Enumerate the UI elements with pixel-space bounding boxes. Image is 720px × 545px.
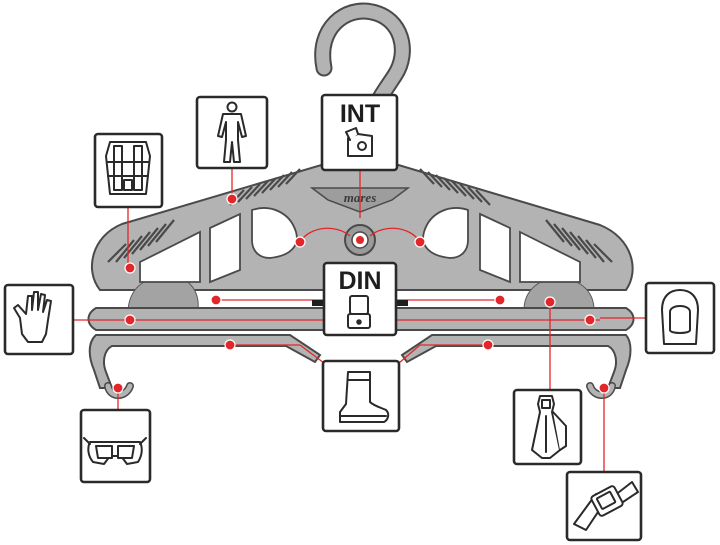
- dive-computer-box: [565, 470, 643, 542]
- hood-icon: [661, 289, 699, 345]
- din-regulator-icon: [347, 295, 371, 329]
- fins-icon: [531, 395, 567, 459]
- left-grip-ribs: [107, 168, 301, 263]
- glove-box: [3, 283, 75, 356]
- din-box: DIN: [322, 261, 398, 337]
- wetsuit-icon: [217, 101, 247, 163]
- attachment-points: [112, 193, 610, 394]
- fins-box: [512, 388, 583, 466]
- hanger-body: mares: [87, 157, 635, 399]
- glove-icon: [13, 291, 52, 343]
- hanger-hook: [314, 2, 411, 119]
- bcd-icon: [105, 141, 151, 195]
- din-label: DIN: [338, 267, 381, 295]
- right-grip-ribs: [419, 168, 613, 263]
- boot-box: [321, 359, 401, 433]
- bcd-box: [93, 132, 164, 209]
- wetsuit-box: [195, 95, 269, 170]
- int-label: INT: [340, 100, 380, 128]
- dive-computer-icon: [573, 481, 639, 531]
- int-regulator-icon: [345, 127, 373, 157]
- boot-icon: [339, 371, 390, 423]
- mask-box: [79, 408, 152, 484]
- mask-icon: [83, 437, 147, 465]
- hood-box: [644, 281, 716, 355]
- int-box: INT: [320, 93, 399, 172]
